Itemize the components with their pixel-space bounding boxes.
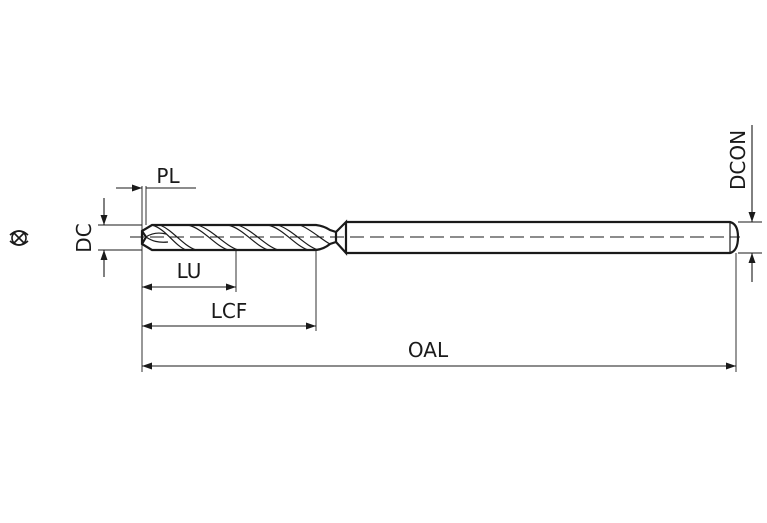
dcon-dimension: DCON xyxy=(726,125,756,282)
shank xyxy=(346,220,740,255)
pl-label: PL xyxy=(156,164,180,188)
dc-dimension: DC xyxy=(72,198,108,277)
rotation-direction-icon xyxy=(9,230,29,246)
lu-label: LU xyxy=(177,259,202,283)
helix-flutes xyxy=(145,224,331,251)
lu-dimension: LU xyxy=(142,259,236,291)
lcf-label: LCF xyxy=(211,299,248,323)
oal-dimension: OAL xyxy=(142,338,736,370)
oal-label: OAL xyxy=(408,338,449,362)
dcon-label: DCON xyxy=(726,130,750,190)
pl-dimension: PL xyxy=(116,164,196,192)
drill-tool xyxy=(130,219,740,256)
dc-label: DC xyxy=(72,223,96,252)
neck-transition xyxy=(335,219,348,256)
lcf-dimension: LCF xyxy=(142,299,316,330)
